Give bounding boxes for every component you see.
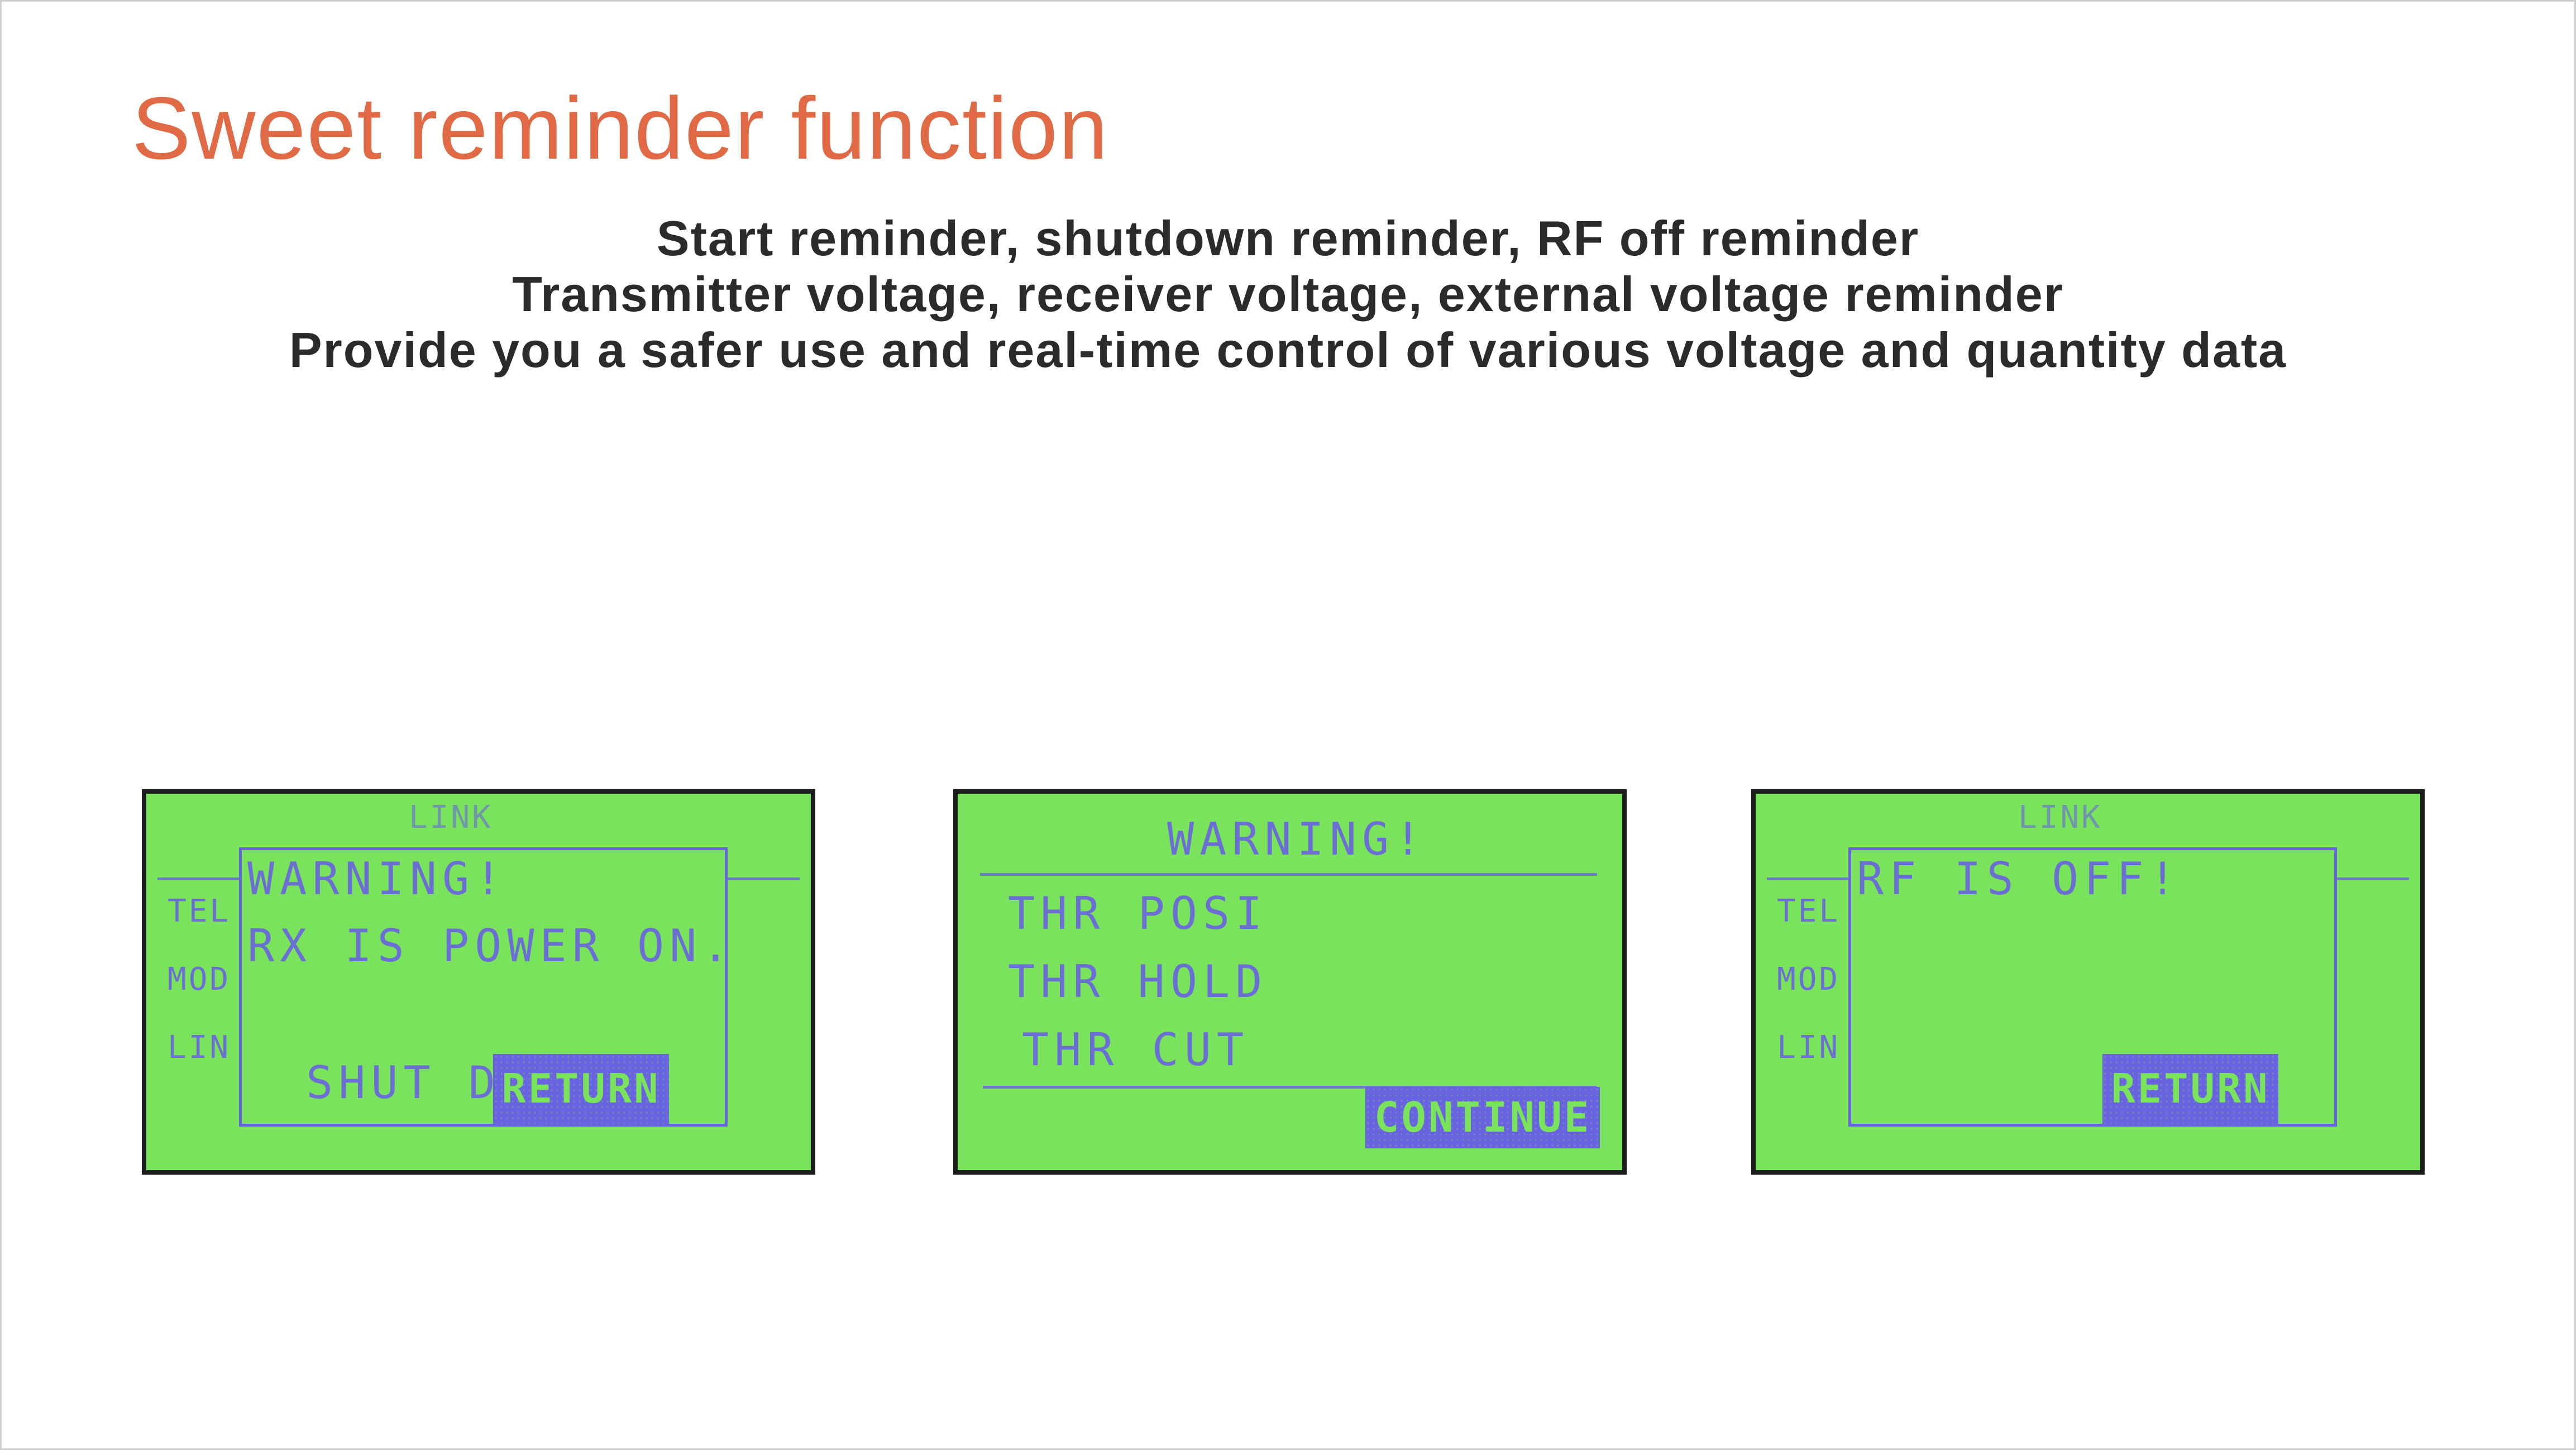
bg-menu-item-tel: TEL [1777, 893, 1841, 929]
popup-shutdown-text: SHUT D [306, 1057, 501, 1109]
lcd-screen-rx-power: LINK TEL MOD LIN WARNING! RX IS POWER ON… [142, 789, 815, 1175]
throttle-position-item: THR POSI [1008, 888, 1268, 939]
lcd-screen-throttle-warning: WARNING! THR POSI THR HOLD THR CUT CONTI… [953, 789, 1627, 1175]
return-button[interactable]: RETURN [2102, 1054, 2278, 1124]
bg-link-label: LINK [2018, 799, 2102, 836]
bg-menu-item-mod: MOD [1777, 961, 1841, 998]
lcd-screen-rf-off: LINK TEL MOD LIN RF IS OFF! RETURN [1751, 789, 2425, 1175]
bg-menu-item-tel: TEL [168, 893, 231, 929]
popup-rf-off-message: RF IS OFF! [1857, 853, 2182, 905]
description-line-2: Transmitter voltage, receiver voltage, e… [512, 266, 2064, 322]
popup-message: RX IS POWER ON. [247, 920, 735, 972]
bg-menu-item-lin: LIN [168, 1029, 231, 1066]
throttle-hold-item: THR HOLD [1008, 956, 1268, 1008]
throttle-cut-item: THR CUT [1022, 1024, 1250, 1076]
bg-menu-item-mod: MOD [168, 961, 231, 998]
bg-menu-item-lin: LIN [1777, 1029, 1841, 1066]
description-line-1: Start reminder, shutdown reminder, RF of… [656, 211, 1920, 266]
warning-popup: WARNING! RX IS POWER ON. SHUT D RETURN [239, 847, 729, 1127]
popup-warning-heading: WARNING! [247, 853, 508, 905]
heading-divider [980, 873, 1597, 876]
throttle-warning-heading: WARNING! [1167, 813, 1427, 865]
continue-button[interactable]: CONTINUE [1365, 1087, 1600, 1148]
description-line-3: Provide you a safer use and real-time co… [289, 322, 2287, 378]
page-title: Sweet reminder function [132, 79, 1109, 178]
footer-divider [983, 1086, 1597, 1089]
return-button[interactable]: RETURN [493, 1054, 669, 1124]
bg-link-label: LINK [409, 799, 493, 836]
rf-off-popup: RF IS OFF! RETURN [1848, 847, 2337, 1127]
